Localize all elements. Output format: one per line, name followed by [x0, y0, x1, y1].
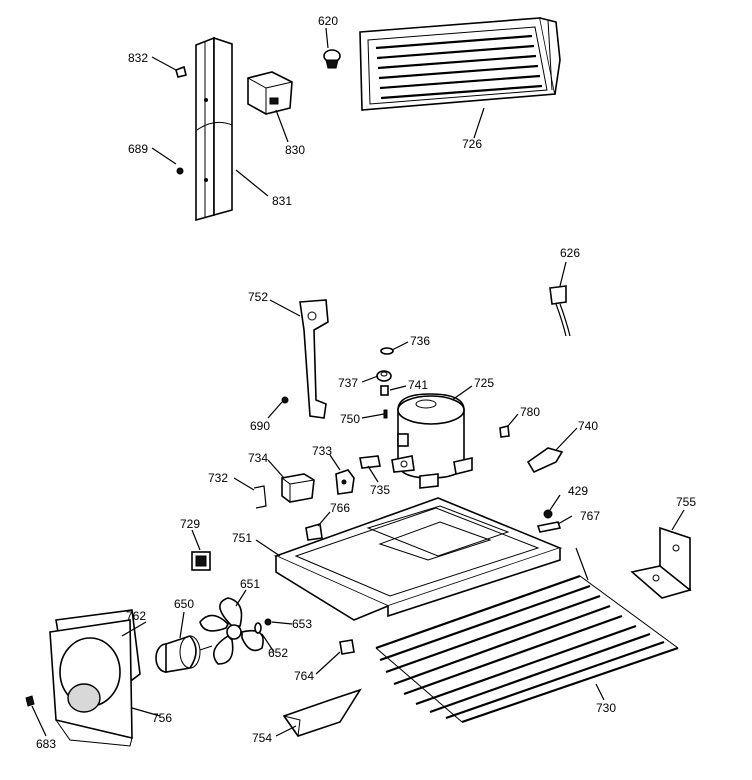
callout-832: 832 — [128, 51, 148, 65]
callout-689: 689 — [128, 142, 148, 156]
leader-lines — [31, 27, 685, 737]
callout-754: 754 — [252, 731, 272, 745]
callout-750: 750 — [340, 412, 360, 426]
callout-764: 764 — [294, 669, 314, 683]
callout-741: 741 — [408, 378, 428, 392]
part-764-clip — [339, 639, 355, 655]
callout-730: 730 — [596, 701, 616, 715]
part-732-clip — [253, 485, 267, 509]
callout-831: 831 — [272, 194, 292, 208]
callout-725: 725 — [474, 376, 494, 390]
part-832-screw — [175, 65, 187, 78]
part-690-screw — [281, 396, 289, 404]
part-733-relay — [335, 469, 355, 495]
part-653-screw — [264, 618, 272, 626]
callout-683: 683 — [36, 737, 56, 751]
part-751-base — [273, 497, 563, 621]
part-734-capacitor — [281, 473, 315, 503]
part-689-screw — [176, 167, 184, 175]
callout-690: 690 — [250, 419, 270, 433]
callout-653: 653 — [292, 617, 312, 631]
callout-752: 752 — [248, 290, 268, 304]
part-626-cord — [549, 285, 571, 337]
part-725-compressor — [391, 393, 473, 489]
callout-756: 756 — [152, 711, 172, 725]
part-736-washer — [380, 347, 394, 355]
part-741-sleeve — [380, 385, 389, 396]
part-652-washer — [254, 622, 262, 634]
callout-620: 620 — [318, 14, 338, 28]
callout-736: 736 — [410, 334, 430, 348]
part-651-fan-blade — [199, 597, 264, 665]
callout-626: 626 — [560, 246, 580, 260]
part-754-drain-pan — [282, 688, 362, 737]
callout-751: 751 — [232, 531, 252, 545]
callout-766: 766 — [330, 501, 350, 515]
part-756-housing — [49, 619, 133, 747]
part-735-overload — [359, 455, 381, 469]
part-620-knob — [323, 49, 341, 69]
callout-429: 429 — [568, 484, 588, 498]
part-726-condenser — [359, 17, 561, 111]
callout-650: 650 — [174, 597, 194, 611]
part-729-capacitor — [191, 551, 211, 571]
callout-729: 729 — [180, 517, 200, 531]
callout-740: 740 — [578, 419, 598, 433]
part-740-cover — [526, 447, 564, 474]
part-766-bracket — [305, 522, 323, 541]
part-830-block — [247, 71, 293, 115]
part-831-bracket — [195, 36, 233, 222]
callout-labels: 832 620 689 830 831 726 626 752 736 737 … — [36, 14, 696, 751]
callout-651: 651 — [240, 577, 260, 591]
callout-737: 737 — [338, 376, 358, 390]
callout-733: 733 — [312, 444, 332, 458]
callout-735: 735 — [370, 483, 390, 497]
callout-726: 726 — [462, 137, 482, 151]
callout-732: 732 — [208, 471, 228, 485]
callout-755: 755 — [676, 495, 696, 509]
part-683-screw — [25, 695, 35, 707]
part-752-strap — [299, 299, 329, 419]
part-737-grommet — [376, 370, 392, 382]
part-780-clip — [499, 424, 510, 438]
callout-734: 734 — [248, 451, 268, 465]
callout-762: 762 — [126, 609, 146, 623]
part-755-bracket — [630, 526, 692, 599]
part-750-pin — [383, 409, 388, 419]
part-730-coil — [375, 547, 679, 724]
callout-767: 767 — [580, 509, 600, 523]
callout-830: 830 — [285, 143, 305, 157]
part-650-motor — [155, 635, 213, 673]
callout-780: 780 — [520, 405, 540, 419]
part-429-screw — [543, 509, 553, 519]
callout-652: 652 — [268, 646, 288, 660]
part-767-bracket — [536, 521, 562, 533]
